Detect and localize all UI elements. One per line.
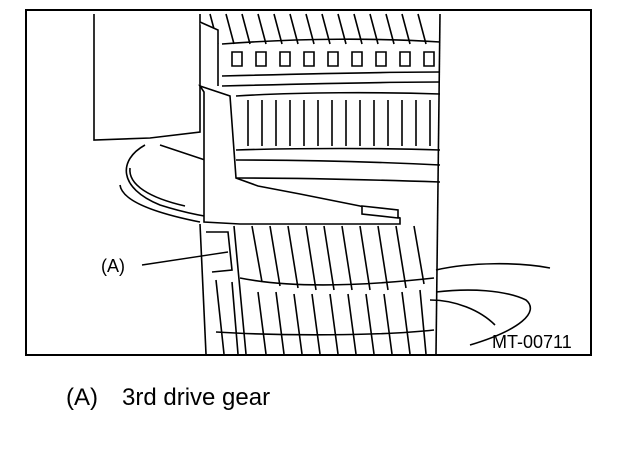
puller-tool	[93, 14, 401, 225]
upper-ring-gear	[209, 13, 441, 87]
callout-leader-line	[141, 251, 229, 266]
legend-text: 3rd drive gear	[122, 384, 271, 411]
callout-label-a: (A)	[101, 256, 125, 276]
main-shaft-edge	[435, 13, 441, 354]
legend-letter: (A)	[66, 384, 98, 411]
figure-code: MT-00711	[492, 332, 572, 352]
legend-item: (A) 3rd drive gear	[66, 384, 270, 412]
third-drive-gear	[199, 223, 435, 354]
synchro-gear	[235, 91, 441, 183]
